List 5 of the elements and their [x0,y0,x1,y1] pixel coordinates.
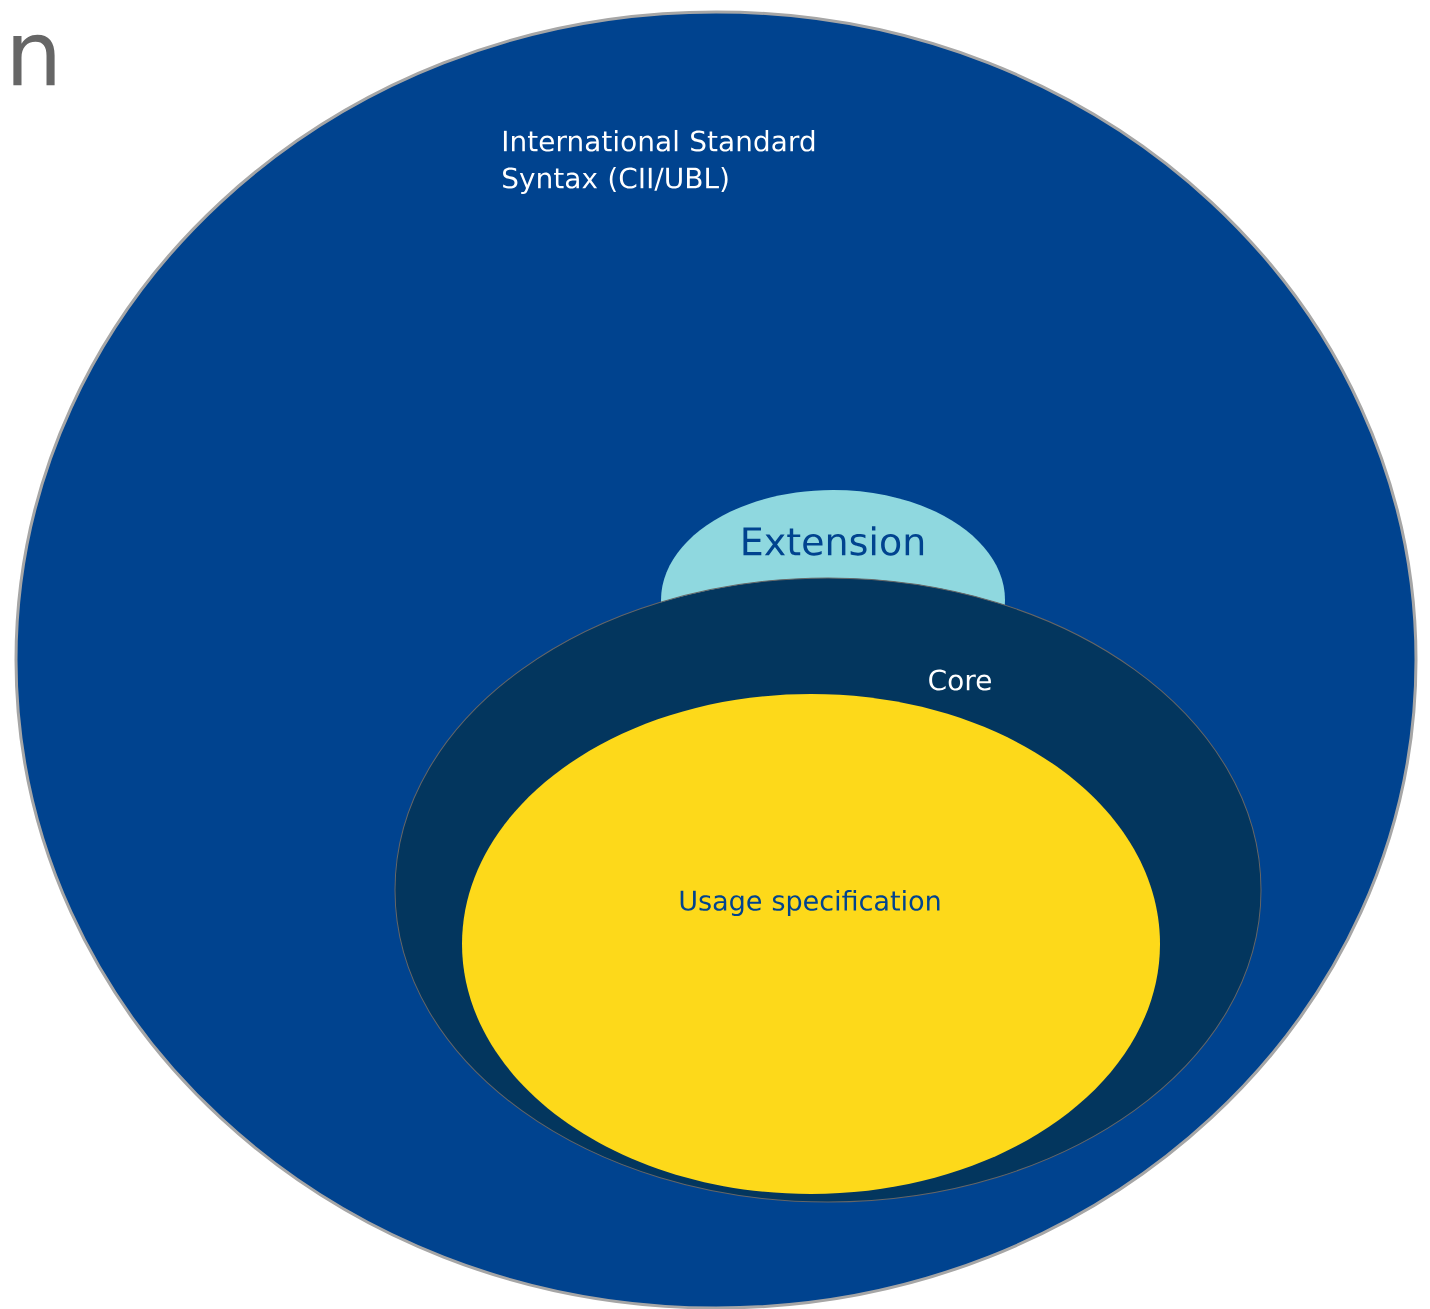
ellipse-label: Usage specification [680,889,940,917]
ellipse-label: Extension [743,526,924,556]
ellipse-label: Core [929,669,991,691]
letter-label: n [13,34,55,86]
ellipse-label: International Standard Syntax (CII/UBL) [503,129,815,195]
